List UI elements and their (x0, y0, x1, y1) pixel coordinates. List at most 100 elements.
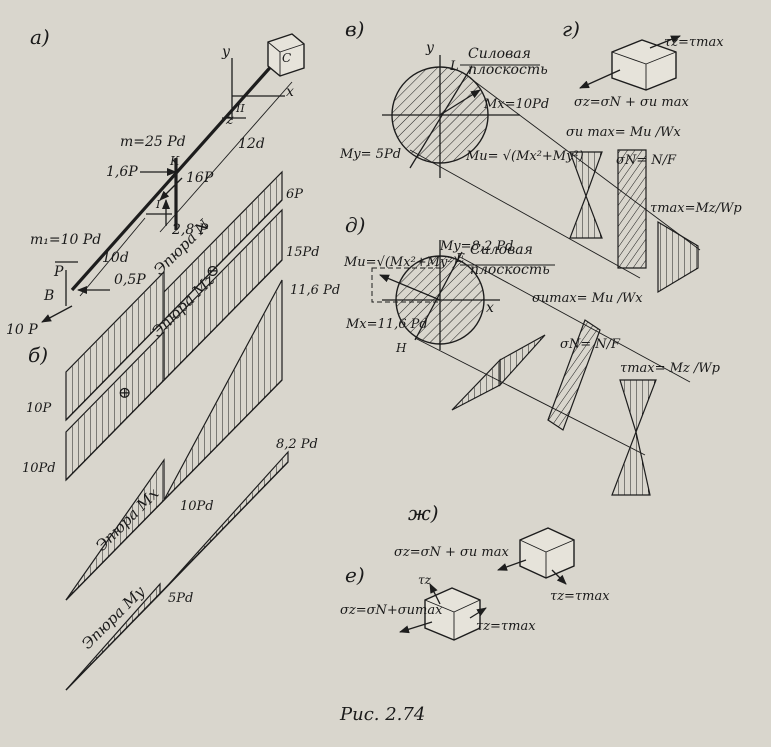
dim-10d-line (79, 217, 146, 297)
diagram-n-negative-area (65, 270, 165, 422)
label-my-v: My= 5Pd (339, 147, 401, 162)
panel-a (41, 33, 305, 323)
label-axis-x-d: x (486, 300, 494, 316)
label-n-top: 6P (286, 187, 303, 202)
label-force-p: P (53, 264, 64, 280)
force-plane-line-v (409, 65, 473, 169)
label-n-bottom: 10P (26, 401, 52, 416)
panel-d (371, 240, 691, 496)
tau-arrow-g (649, 35, 681, 49)
label-sigma-zh: σz=σN + σи max (394, 545, 509, 560)
label-plane-d: Силовая (470, 242, 533, 258)
label-force-0-5p: 0,5P (114, 272, 146, 288)
label-tau-e: τz=τmax (476, 619, 536, 634)
panel-zh-element (497, 527, 575, 585)
label-point-e: E (455, 251, 465, 265)
force-16p-arrow (159, 177, 183, 201)
label-moment-m: m=25 Pd (120, 134, 186, 150)
panel-label-e: е) (345, 563, 365, 587)
sign-minus-n: ⊖ (206, 261, 219, 280)
sigma-arrow-g (579, 69, 621, 89)
label-point-h: H (395, 341, 407, 355)
tau-diagram-v (657, 220, 699, 294)
panel-v (382, 55, 701, 294)
diagram-n (65, 170, 283, 422)
label-axis-x-a: x (286, 84, 294, 100)
label-plane-v: Силовая (468, 46, 531, 62)
tau-arrow-right-e (469, 607, 487, 619)
label-sigma-n-d: σN= N/F (560, 337, 621, 352)
moment-vector-d (379, 274, 441, 301)
label-plane2-d: плоскость (470, 262, 550, 278)
label-mx-v: Mx=10Pd (483, 97, 549, 112)
panel-label-g: г) (562, 17, 580, 41)
panel-label-b: б) (28, 343, 48, 367)
panel-label-a: а) (30, 25, 50, 49)
label-force-10p: 10 P (6, 322, 38, 338)
label-axis-z-a: z (225, 112, 234, 128)
diagram-mx-right-area (163, 279, 283, 501)
dim-12d-line (159, 81, 293, 233)
label-force-16p: 16P (186, 170, 214, 186)
label-tau-d: τmax= Mz /Wp (620, 361, 721, 376)
label-mz-top: 15Pd (286, 245, 320, 260)
diagram-mx (65, 279, 283, 601)
sigma-bending-bottom-v (569, 194, 603, 239)
label-sigma-i-v: σи max= Mи /Wx (566, 125, 681, 140)
diagram-my (65, 450, 289, 691)
panel-label-v: в) (345, 17, 364, 41)
label-mi-d: Mи=√(Mx²+My²) (343, 255, 458, 270)
proj-line-d1 (461, 257, 691, 383)
diagram-mz-right-area (163, 208, 283, 382)
label-point-c: C (282, 51, 291, 65)
label-mz-bottom: 10Pd (22, 461, 56, 476)
sigma-arrow-zh (497, 559, 527, 571)
figure-caption: Рис. 2.74 (339, 704, 425, 725)
panel-e-element (399, 583, 487, 641)
label-point-k: K (169, 154, 180, 168)
panel-label-d: д) (345, 213, 365, 237)
label-plane2-v: плоскость (468, 62, 548, 78)
sigma-arrow-e (399, 621, 433, 634)
label-axis-y-v: y (425, 40, 435, 56)
label-diagram-mx: Эпюра Mx (92, 484, 163, 555)
label-len-12d: 12d (238, 136, 265, 152)
proj-line-v2 (409, 149, 641, 279)
label-sigma-n-v: σN= N/F (616, 153, 677, 168)
label-moment-m1: m₁=10 Pd (30, 232, 101, 248)
label-mi-v: Mи= √(Mx²+My²) (465, 149, 584, 164)
panel-label-zh: ж) (408, 501, 439, 525)
sigma-n-band-v (617, 149, 647, 269)
label-mx-value: 10Pd (180, 499, 214, 514)
label-point-b: B (43, 288, 54, 304)
label-tau-g: τz=τmax (664, 35, 724, 50)
label-force-2-8p: 2,8 P (171, 222, 209, 238)
label-force-1-6p: 1,6P (106, 164, 138, 180)
tau-arrow-zh (551, 569, 567, 585)
moment-components-box (371, 267, 441, 303)
tau-bottom-d (611, 429, 651, 496)
label-tau-zh: τz=τmax (550, 589, 610, 604)
label-sigma-i-d: σиmax= Mи /Wx (532, 291, 643, 306)
label-my-d: My=8,2 Pd (439, 239, 513, 254)
sigma-bending-right-d (499, 334, 546, 387)
label-axis-y-a: y (221, 44, 231, 60)
label-my-top: 8,2 Pd (276, 437, 318, 452)
label-point-l: L (449, 59, 459, 74)
label-mx-d: Mx=11,6 Pd (345, 317, 428, 332)
label-sigma-e: σz=σN+σиmax (340, 603, 443, 618)
force-plane-line-d (414, 251, 463, 341)
label-len-10d: 10d (102, 250, 129, 266)
proj-line-d2 (414, 337, 646, 456)
label-section-i: I (155, 198, 161, 211)
label-tau-top-e: τz (418, 573, 432, 587)
element-cube-g (611, 39, 677, 91)
diagram-mx-left-area (65, 458, 165, 601)
element-cube-zh (519, 527, 575, 579)
sigma-bending-top-v (569, 151, 603, 198)
tau-arrow-top-e (429, 583, 441, 605)
label-sigma-g: σz=σN + σи max (574, 95, 689, 110)
diagram-my-left-area (65, 582, 161, 691)
sigma-n-band-d (547, 319, 601, 431)
